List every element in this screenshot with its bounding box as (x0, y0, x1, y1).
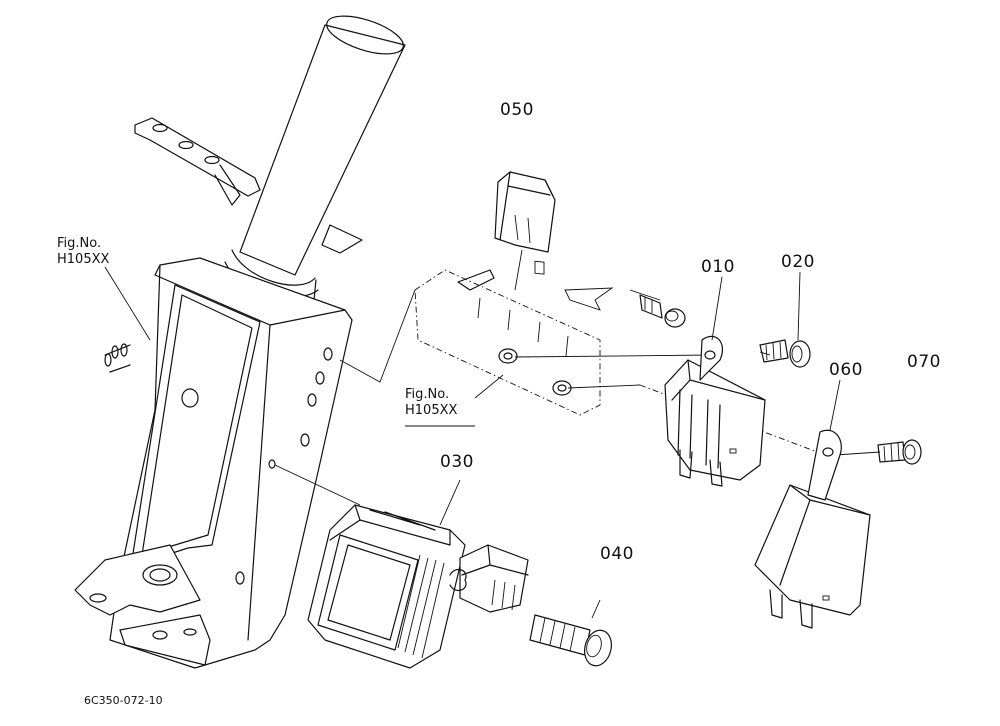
callout-040: 040 (600, 544, 634, 564)
callout-020: 020 (781, 252, 815, 272)
fig-ref-center-line2: H105XX (405, 403, 458, 418)
callout-030: 030 (440, 452, 474, 472)
callout-050: 050 (500, 100, 534, 120)
connector-plate (414, 269, 614, 416)
callout-010: 010 (701, 257, 735, 277)
callout-pointers (439, 271, 841, 526)
callout-070: 070 (907, 352, 941, 372)
part-060-flasher (754, 429, 871, 629)
part-040-bolt (529, 599, 612, 667)
part-020-screw (759, 339, 811, 368)
fig-ref-left-line2: H105XX (57, 252, 110, 267)
part-050-connector (494, 171, 556, 275)
part-030-regulator (307, 504, 529, 669)
fig-ref-center-line1: Fig.No. (405, 387, 450, 402)
callout-060: 060 (829, 360, 863, 380)
fig-ref-center: Fig.No. H105XX (405, 387, 457, 419)
steering-column-bracket (74, 15, 406, 669)
drawing-number: 6C350-072-10 (84, 694, 163, 707)
fig-ref-left: Fig.No. H105XX (57, 236, 109, 268)
part-070-screw (877, 439, 922, 465)
fig-ref-left-line1: Fig.No. (57, 236, 102, 251)
bolt-near-plate (639, 294, 686, 328)
part-010-relay (664, 335, 766, 487)
